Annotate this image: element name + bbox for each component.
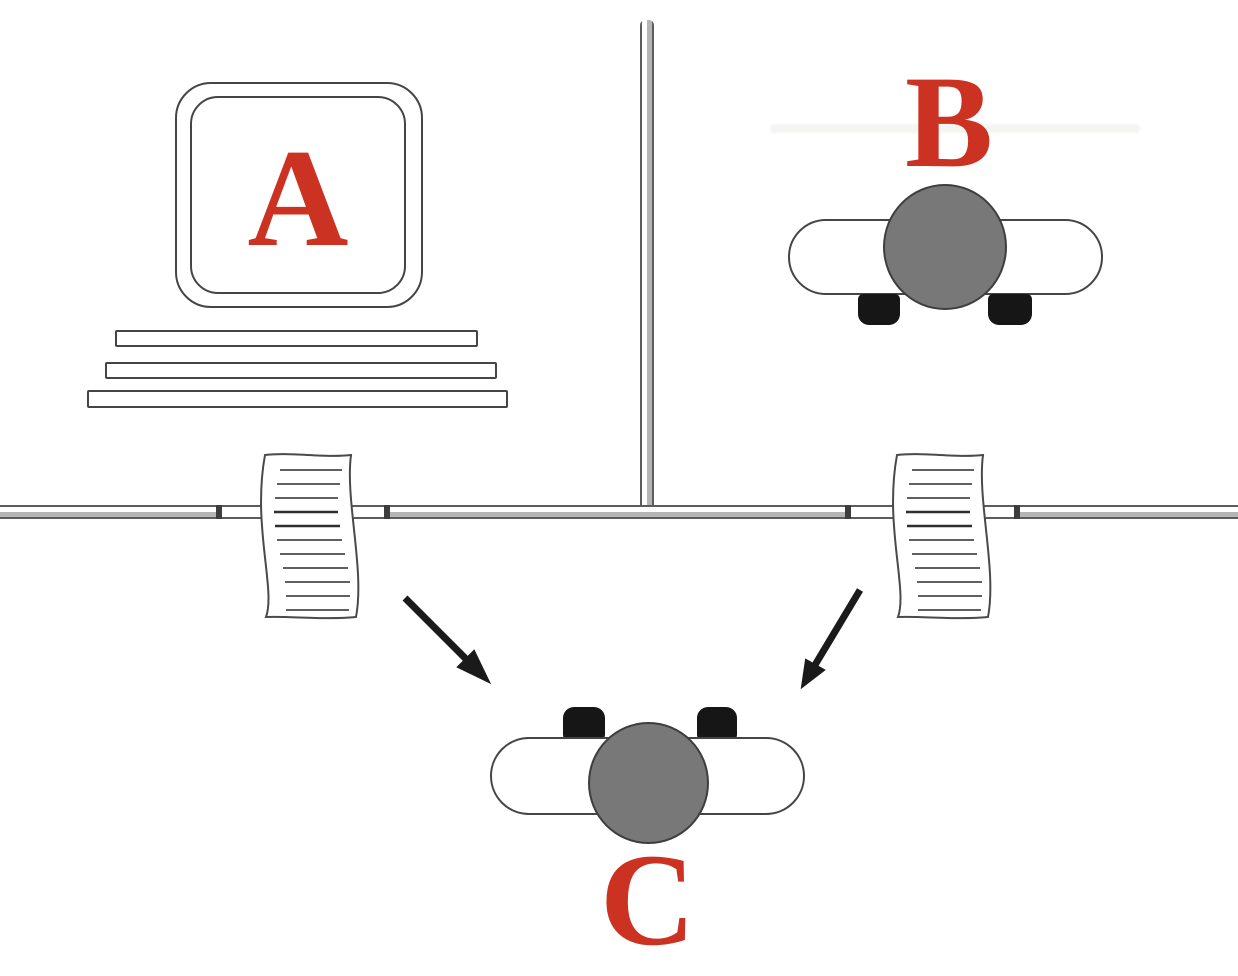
wall-horizontal-right xyxy=(1018,505,1238,519)
wall-vertical-divider xyxy=(640,20,654,507)
person-c-head xyxy=(588,722,709,844)
faint-smudge xyxy=(770,124,1140,133)
person-c-hand-left xyxy=(563,707,605,740)
wall-horizontal-left xyxy=(0,505,219,519)
keyboard-bar xyxy=(115,330,478,347)
keyboard-bar xyxy=(105,362,497,379)
wall-slot-cap xyxy=(845,505,851,519)
ruled-paper-note-icon xyxy=(892,453,992,620)
label-a: A xyxy=(247,121,349,276)
person-b-foot-right xyxy=(988,294,1032,325)
person-b-foot-left xyxy=(858,294,900,325)
label-b: B xyxy=(905,48,994,195)
monitor-screen: A xyxy=(190,96,406,294)
wall-horizontal-middle xyxy=(388,505,848,519)
label-c: C xyxy=(600,826,696,973)
wall-slot-cap xyxy=(216,505,222,519)
ruled-paper-note-icon xyxy=(260,453,360,620)
person-b-head xyxy=(883,184,1007,310)
wall-slot-cap xyxy=(384,505,390,519)
person-c-hand-right xyxy=(697,707,737,740)
wall-slot-cap xyxy=(1014,505,1020,519)
keyboard-bar xyxy=(87,390,508,408)
